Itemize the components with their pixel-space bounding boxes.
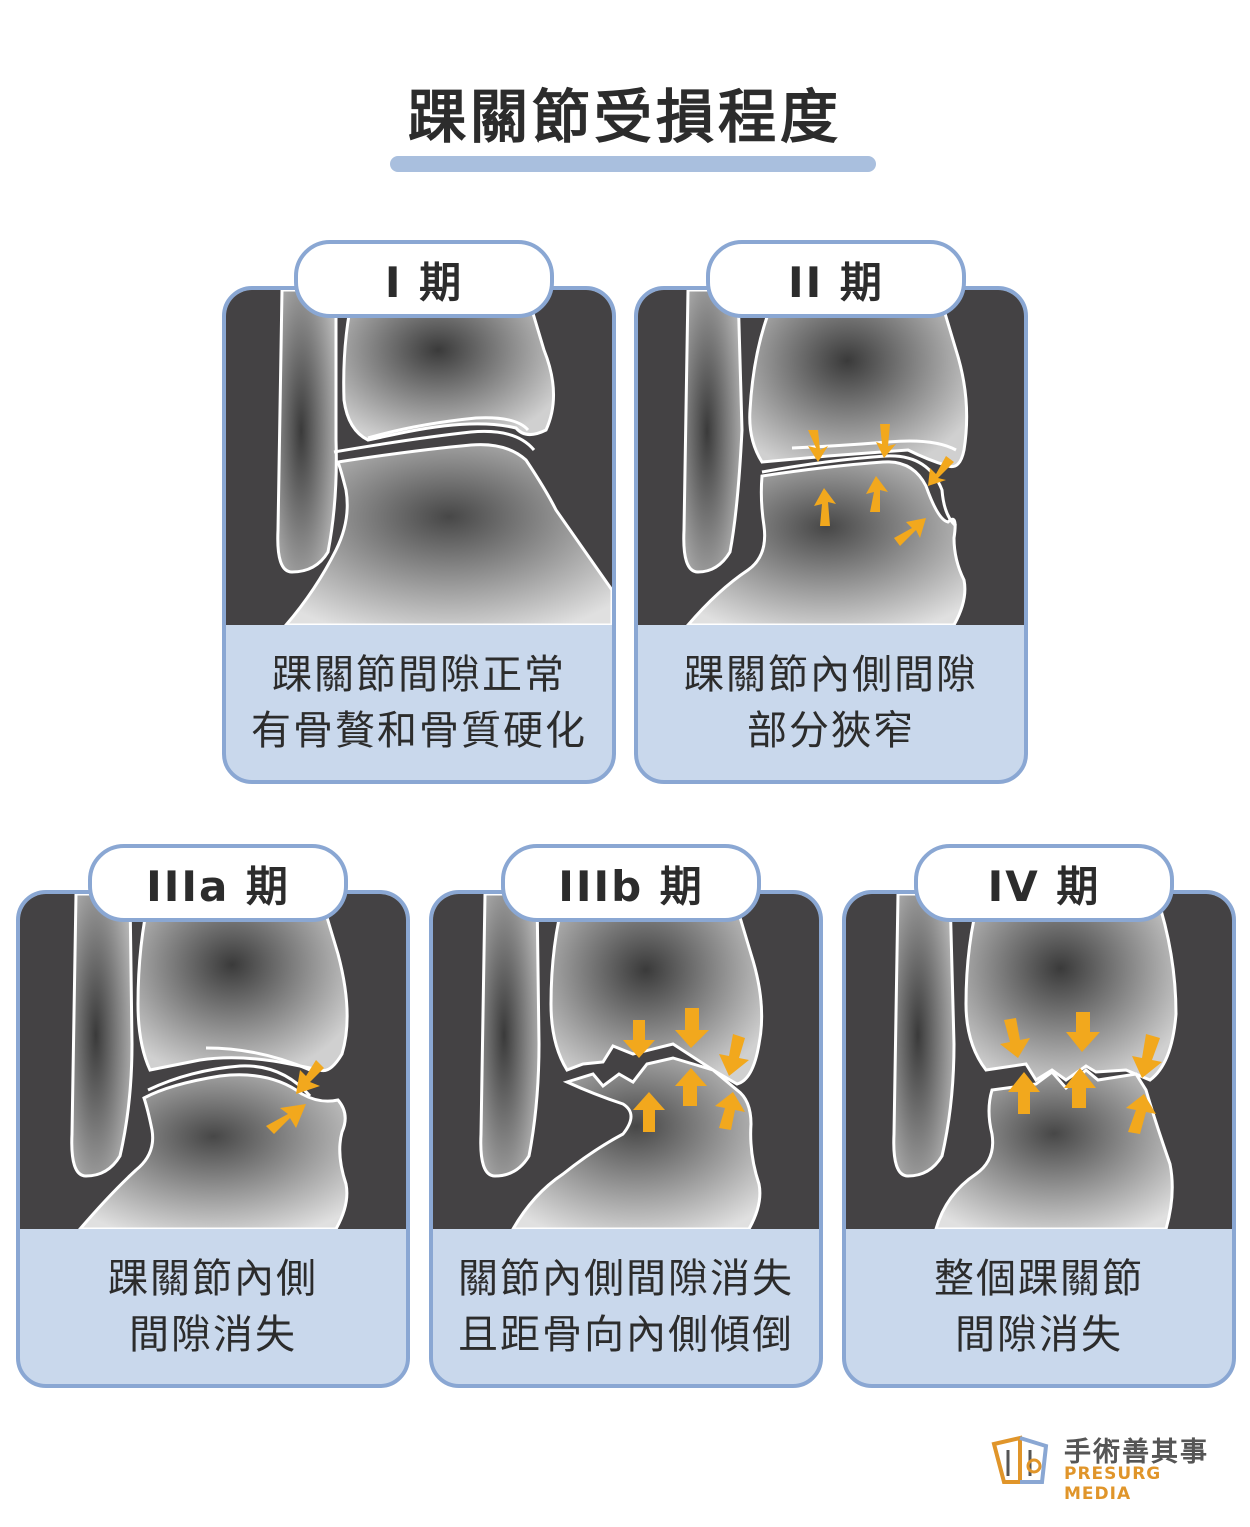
stage-label: IIIb 期 xyxy=(501,844,761,922)
caption-line: 且距骨向內側傾倒 xyxy=(458,1312,794,1358)
caption-line: 間隙消失 xyxy=(955,1312,1123,1358)
pressure-arrows xyxy=(1000,1012,1162,1134)
ankle-joint-xray-medial-loss xyxy=(70,894,349,1229)
xray-image xyxy=(433,894,819,1229)
pressure-arrows xyxy=(808,424,954,546)
stage-caption: 關節內側間隙消失 且距骨向內側傾倒 xyxy=(433,1232,819,1382)
stage-frame: 踝關節內側間隙 部分狹窄 xyxy=(634,286,1028,784)
stage-frame: 踝關節間隙正常 有骨贅和骨質硬化 xyxy=(222,286,616,784)
pressure-arrows xyxy=(266,1060,324,1134)
stage-frame: 關節內側間隙消失 且距骨向內側傾倒 xyxy=(429,890,823,1388)
caption-line: 整個踝關節 xyxy=(934,1256,1144,1302)
caption-line: 踝關節間隙正常 xyxy=(272,652,566,698)
stage-caption: 整個踝關節 間隙消失 xyxy=(846,1232,1232,1382)
ankle-joint-xray-narrowing xyxy=(682,290,969,625)
xray-image xyxy=(638,290,1024,625)
stage-card-3: 踝關節內側 間隙消失 IIIa 期 xyxy=(16,844,410,1388)
xray-image xyxy=(226,290,612,625)
pressure-arrows xyxy=(623,1008,749,1132)
stage-card-2: 踝關節內側間隙 部分狹窄 II 期 xyxy=(634,240,1028,784)
ankle-joint-xray-normal xyxy=(276,290,612,625)
page-title: 踝關節受損程度 xyxy=(407,83,842,151)
title-underline xyxy=(390,156,876,172)
stage-label: II 期 xyxy=(706,240,966,318)
caption-line: 關節內側間隙消失 xyxy=(458,1256,794,1302)
caption-line: 部分狹窄 xyxy=(747,708,915,754)
stage-card-5: 整個踝關節 間隙消失 IV 期 xyxy=(842,844,1236,1388)
logo-subtitle: PRESURG MEDIA xyxy=(1064,1464,1162,1504)
stage-caption: 踝關節內側 間隙消失 xyxy=(20,1232,406,1382)
presurg-logo-icon xyxy=(991,1435,1049,1484)
ankle-joint-xray-talar-tilt xyxy=(479,894,764,1229)
caption-line: 踝關節內側 xyxy=(108,1256,318,1302)
xray-image xyxy=(846,894,1232,1229)
logo-name: 手術善其事 xyxy=(1064,1437,1209,1468)
stage-card-4: 關節內側間隙消失 且距骨向內側傾倒 IIIb 期 xyxy=(429,844,823,1388)
caption-line: 有骨贅和骨質硬化 xyxy=(251,708,587,754)
stage-caption: 踝關節間隙正常 有骨贅和骨質硬化 xyxy=(226,628,612,778)
stage-frame: 踝關節內側 間隙消失 xyxy=(16,890,410,1388)
stage-label: IIIa 期 xyxy=(88,844,348,922)
stage-label: I 期 xyxy=(294,240,554,318)
ankle-joint-xray-full-loss xyxy=(892,894,1178,1229)
stage-card-1: 踝關節間隙正常 有骨贅和骨質硬化 I 期 xyxy=(222,240,616,784)
stage-label: IV 期 xyxy=(914,844,1174,922)
xray-image xyxy=(20,894,406,1229)
caption-line: 踝關節內側間隙 xyxy=(684,652,978,698)
caption-line: 間隙消失 xyxy=(129,1312,297,1358)
stage-caption: 踝關節內側間隙 部分狹窄 xyxy=(638,628,1024,778)
stage-frame: 整個踝關節 間隙消失 xyxy=(842,890,1236,1388)
brand-logo: 手術善其事 PRESURG MEDIA xyxy=(990,1430,1230,1504)
